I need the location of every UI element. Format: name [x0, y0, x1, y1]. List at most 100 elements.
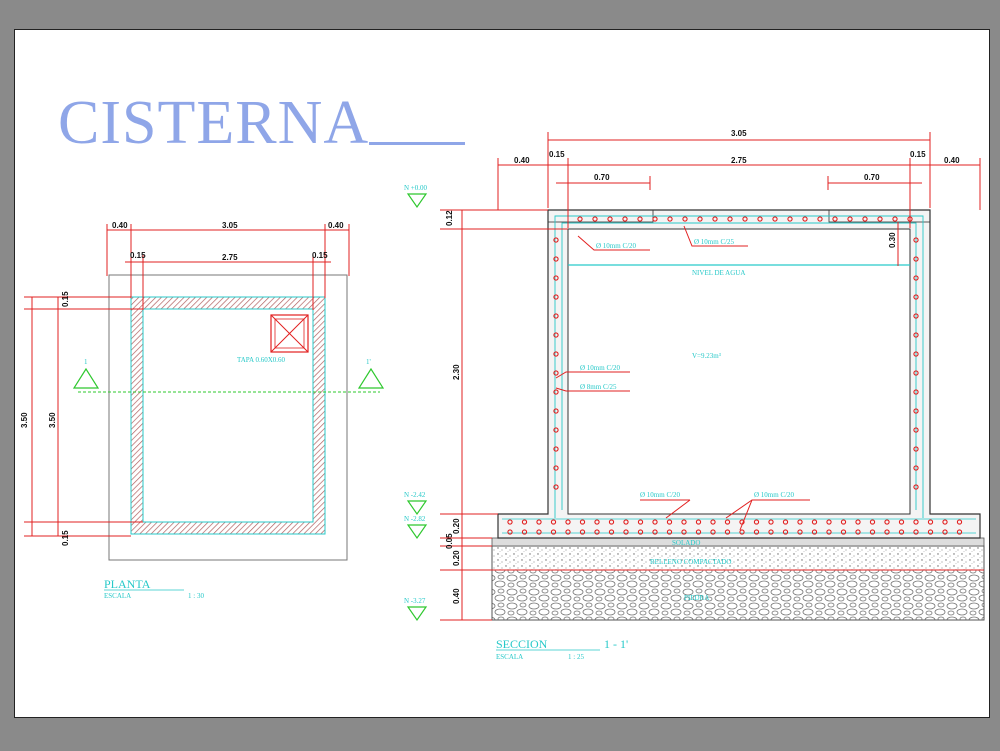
rebar-dot — [553, 408, 559, 414]
rebar-dot — [553, 256, 559, 262]
page-title: CISTERNA — [58, 88, 466, 159]
rebar-dot — [782, 529, 789, 535]
rebar-dot — [592, 216, 598, 222]
rebar-dot — [832, 216, 838, 222]
rebar-dot — [913, 332, 919, 338]
plan-dim-top-3: 0.40 — [328, 221, 344, 230]
sec-dim-left-6: 0.40 — [452, 588, 461, 604]
rebar-dot — [553, 313, 559, 319]
section-scale-label: ESCALA — [496, 653, 523, 661]
rebar-dot — [536, 519, 542, 525]
lid-label: TAPA 0.60X0.60 — [237, 356, 285, 364]
rebar-dot — [608, 529, 615, 535]
plan-dim-left-outer: 3.50 — [20, 412, 29, 428]
plan-dim-top-1: 0.40 — [112, 221, 128, 230]
rebar-outline-outer — [554, 215, 924, 518]
rebar-dot — [608, 519, 615, 525]
rebar-dot — [913, 294, 919, 300]
level-inner-label: N -2.42 — [404, 491, 426, 499]
rebar-dot — [553, 465, 559, 471]
rebar-dot — [817, 216, 823, 222]
rebar-dot — [847, 216, 853, 222]
rebar-dot — [840, 529, 847, 535]
rebar-dot — [594, 529, 600, 535]
rebar-dot — [913, 237, 919, 243]
rebar-dot — [622, 216, 628, 222]
rebar-dot — [913, 351, 919, 357]
rebar-dot — [753, 519, 760, 525]
plan-dim-left-2: 3.50 — [48, 412, 57, 428]
rebar-dot — [787, 216, 793, 222]
sec-dim-right: 0.30 — [888, 232, 897, 248]
rebar-dot — [913, 313, 919, 319]
rebar-dot — [724, 529, 731, 535]
rebar-dot — [898, 519, 905, 525]
rebar-dot — [652, 216, 658, 222]
rebar-dot — [682, 216, 688, 222]
fill-label: RELLENO COMPACTADO — [650, 558, 731, 566]
plan-dim-left-1: 0.15 — [61, 291, 70, 307]
rebar-dot — [550, 529, 557, 535]
section-mark-right — [357, 367, 385, 389]
water-level-label: NIVEL DE AGUA — [692, 269, 745, 277]
rebar-dot — [666, 529, 673, 535]
sec-dim-mid-1: 0.40 — [514, 156, 530, 165]
sec-dim-left-2: 2.30 — [452, 364, 461, 380]
rebar-dot — [553, 275, 559, 281]
level-marker-top — [406, 193, 428, 209]
rebar-dot — [802, 216, 808, 222]
rebar-dot — [521, 519, 528, 525]
rebar-dot — [757, 216, 763, 222]
rebar-dot — [913, 275, 919, 281]
rebar-dot — [927, 529, 934, 535]
plan-scale-value: 1 : 30 — [188, 592, 204, 600]
rebar-dot — [739, 529, 745, 535]
rebar-dot — [942, 529, 948, 535]
sec-dim-inner-1: 0.70 — [594, 173, 610, 182]
compacted-fill — [491, 545, 985, 571]
stone-base — [491, 569, 985, 621]
rebar-dot — [697, 216, 703, 222]
rebar-wall-b-label: Ø 8mm C/25 — [580, 383, 617, 391]
rebar-dot — [913, 519, 919, 525]
rebar-dot — [623, 529, 629, 535]
rebar-dot — [811, 519, 818, 525]
plan-dim-left-3: 0.15 — [61, 530, 70, 546]
rebar-bottom-b-label: Ø 10mm C/20 — [754, 491, 795, 499]
rebar-dot — [913, 370, 919, 376]
rebar-dot — [553, 370, 559, 376]
rebar-dot — [898, 529, 905, 535]
rebar-dot — [913, 484, 919, 490]
rebar-dot — [840, 519, 847, 525]
rebar-dot — [553, 446, 559, 452]
rebar-dot — [884, 529, 890, 535]
section-scale-value: 1 : 25 — [568, 653, 584, 661]
rebar-dot — [913, 465, 919, 471]
rebar-wall-a-label: Ø 10mm C/20 — [580, 364, 621, 372]
rebar-dot — [536, 529, 542, 535]
title-text: CISTERNA — [58, 89, 370, 157]
level-top-label: N +0.00 — [404, 184, 428, 192]
rebar-dot — [913, 256, 919, 262]
level-marker-base — [406, 606, 428, 622]
section-view: Ø 10mm C/20 Ø 10mm C/25 Ø 10mm C/20 Ø 8m… — [404, 129, 985, 661]
sec-dim-left-1: 0.12 — [445, 210, 454, 226]
rebar-bottom-a-label: Ø 10mm C/20 — [640, 491, 681, 499]
rebar-dot — [811, 529, 818, 535]
rebar-dot — [826, 529, 832, 535]
rebar-dot — [869, 529, 876, 535]
rebar-dot — [637, 519, 644, 525]
rebar-dot — [913, 427, 919, 433]
plan-inner-void — [142, 308, 314, 523]
rebar-dot — [877, 216, 883, 222]
rebar-dot — [727, 216, 733, 222]
rebar-dot — [862, 216, 868, 222]
rebar-dot — [772, 216, 778, 222]
rebar-dot — [667, 216, 673, 222]
rebar-dot — [553, 294, 559, 300]
rebar-dot — [565, 519, 571, 525]
rebar-dot — [681, 519, 687, 525]
sec-dim-mid-4: 0.15 — [910, 150, 926, 159]
rebar-dot — [623, 519, 629, 525]
rebar-dot — [577, 216, 583, 222]
